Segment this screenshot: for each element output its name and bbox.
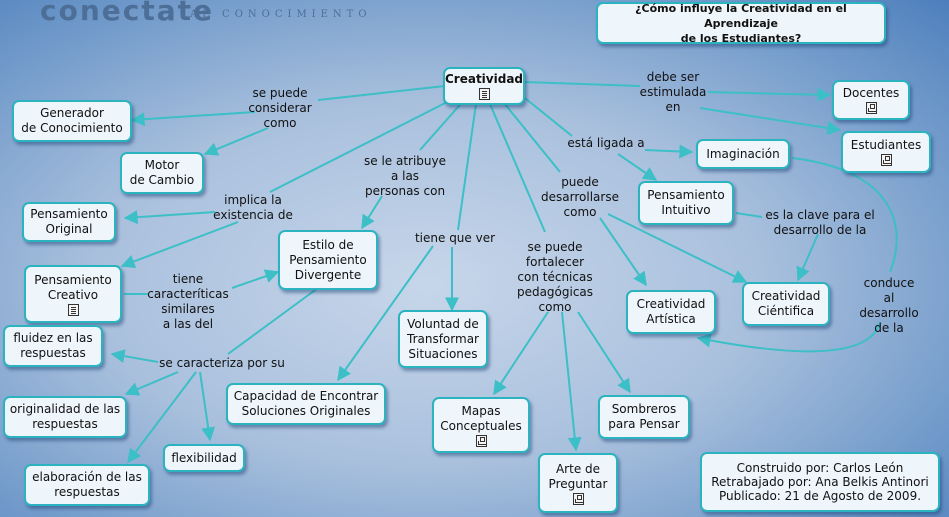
logo-subtitle: AL CONOCIMIENTO — [190, 9, 372, 20]
concept-map-icon[interactable] — [475, 434, 487, 447]
concept-pensamiento-creativo[interactable]: Pensamiento Creativo — [24, 265, 122, 323]
concept-map-icon[interactable] — [880, 154, 892, 166]
edge — [735, 212, 763, 218]
concept-creatividad-cientifica[interactable]: Creatividad Ciéntifica — [742, 282, 830, 326]
concept-flexibilidad[interactable]: flexibilidad — [163, 444, 245, 472]
edge — [493, 311, 549, 396]
edge — [791, 157, 898, 273]
edge — [489, 103, 546, 233]
link-phrase: tiene caracteríticas similares a las del — [147, 272, 229, 331]
concept-label: Estudiantes — [850, 138, 922, 152]
link-phrase: tiene que ver — [414, 231, 496, 245]
concept-estudiantes[interactable]: Estudiantes — [841, 131, 931, 173]
concept-fluidez[interactable]: fluidez en las respuestas — [3, 325, 103, 367]
concept-arte[interactable]: Arte de Preguntar — [538, 453, 618, 513]
link-phrase: debe ser estimulada en — [639, 70, 707, 114]
edge — [419, 97, 467, 151]
document-icon[interactable] — [67, 303, 79, 316]
concept-creatividad[interactable]: Creatividad — [443, 67, 525, 105]
edge — [499, 97, 561, 173]
link-phrase: implica la existencia de — [213, 193, 293, 222]
edge — [361, 195, 383, 230]
edge — [130, 111, 256, 127]
edge — [317, 85, 446, 101]
link-phrase: se le atribuye a las personas con — [363, 154, 447, 198]
edge — [231, 269, 280, 289]
edge — [577, 311, 631, 394]
edge — [123, 210, 216, 225]
edge — [617, 153, 658, 181]
concept-map-icon[interactable] — [865, 102, 877, 114]
concept-imaginacion[interactable]: Imaginación — [696, 139, 790, 169]
concept-pensamiento-original[interactable]: Pensamiento Original — [22, 202, 116, 242]
edge — [457, 103, 477, 231]
edge — [127, 371, 197, 464]
edge — [199, 371, 216, 442]
link-phrase: conduce al desarrollo de la — [859, 276, 919, 335]
concept-elaboracion[interactable]: elaboración de las respuestas — [24, 464, 150, 506]
edge — [227, 287, 319, 355]
link-phrase: se puede considerar como — [248, 86, 312, 130]
concept-sombreros[interactable]: Sombreros para Pensar — [598, 395, 690, 439]
link-phrase: puede desarrollarse como — [541, 175, 619, 219]
edge — [120, 221, 239, 269]
document-icon[interactable] — [478, 88, 490, 100]
concept-map-icon[interactable] — [572, 492, 584, 505]
concept-label: Pensamiento Creativo — [34, 272, 112, 302]
edge — [337, 245, 434, 382]
link-phrase: es la clave para el desarrollo de la — [765, 208, 875, 237]
concept-docentes[interactable]: Docentes — [832, 80, 910, 120]
concept-pensamiento-intuitivo[interactable]: Pensamiento Intuitivo — [638, 181, 734, 225]
concept-voluntad[interactable]: Voluntad de Transformar Situaciones — [398, 310, 488, 368]
edge — [796, 233, 819, 282]
credits-box: Construido por: Carlos León Retrabajado … — [700, 452, 940, 512]
concept-label: Creatividad — [444, 72, 524, 86]
edge — [269, 97, 456, 193]
edge — [110, 349, 159, 364]
edge — [696, 321, 881, 353]
concept-label: Arte de Preguntar — [548, 461, 608, 491]
concept-mapas[interactable]: Mapas Conceptuales — [432, 397, 530, 453]
edge — [699, 107, 842, 135]
concept-originalidad[interactable]: originalidad de las respuestas — [3, 396, 127, 438]
concept-creatividad-artistica[interactable]: Creatividad Artística — [626, 290, 716, 334]
concept-label: Docentes — [842, 86, 900, 100]
logo-word: conectate — [40, 0, 215, 27]
concept-motor[interactable]: Motor de Cambio — [120, 152, 204, 194]
edge — [607, 213, 748, 283]
concept-estilo-divergente[interactable]: Estilo de Pensamiento Divergente — [278, 230, 378, 290]
link-phrase: se puede fortalecer con técnicas pedagóg… — [516, 240, 594, 314]
edge — [707, 87, 832, 102]
link-phrase: está ligada a — [567, 136, 645, 150]
edge — [124, 371, 179, 396]
concept-generador[interactable]: Generador de Conocimiento — [12, 100, 132, 142]
edge — [524, 81, 641, 87]
concept-label: Mapas Conceptuales — [440, 403, 522, 433]
edge — [644, 144, 694, 159]
edge — [203, 127, 269, 156]
edge — [599, 217, 647, 287]
link-phrase: se caracteriza por su — [159, 356, 285, 370]
concept-capacidad[interactable]: Capacidad de Encontrar Soluciones Origin… — [226, 383, 386, 425]
focus-question-box: ¿Cómo influye la Creatividad en el Apren… — [596, 2, 886, 45]
edge — [561, 311, 582, 452]
